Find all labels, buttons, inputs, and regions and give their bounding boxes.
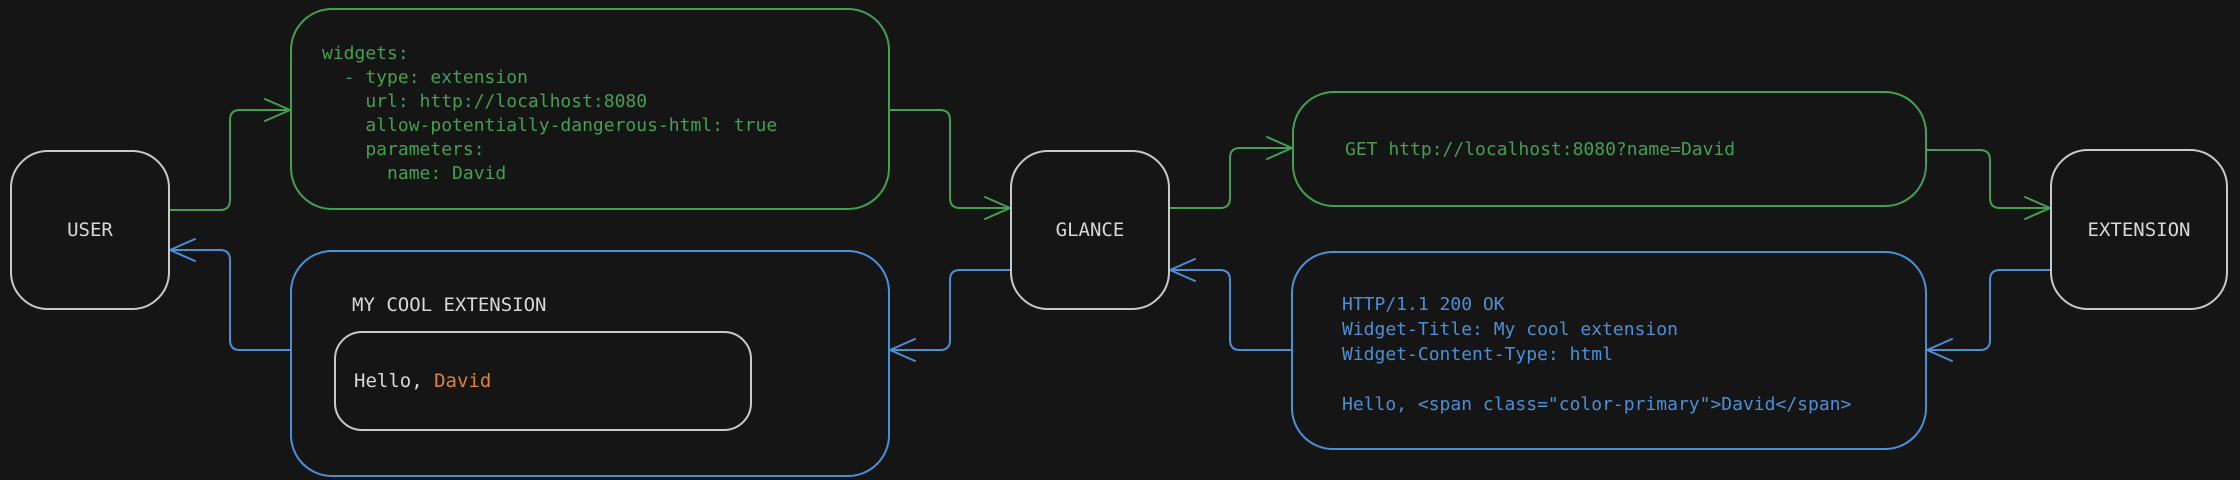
arrowhead-left-icon bbox=[889, 338, 916, 362]
arrow-user-to-config bbox=[169, 98, 291, 211]
arrowhead-right-icon bbox=[984, 196, 1011, 220]
arrow-widget-to-user bbox=[169, 238, 291, 351]
arrow-config-to-glance bbox=[889, 109, 1011, 220]
http-request-box: GET http://localhost:8080?name=David bbox=[1292, 91, 1927, 207]
response-line: HTTP/1.1 200 OK bbox=[1342, 294, 1505, 315]
arrowhead-left-icon bbox=[1169, 258, 1196, 282]
config-yaml-box: widgets: - type: extension url: http://l… bbox=[290, 8, 890, 210]
arrowhead-right-icon bbox=[2024, 196, 2051, 220]
widget-title: MY COOL EXTENSION bbox=[352, 294, 547, 316]
arrowhead-left-icon bbox=[169, 238, 196, 262]
http-response-box: HTTP/1.1 200 OK Widget-Title: My cool ex… bbox=[1291, 251, 1927, 450]
arrow-glance-to-widget bbox=[889, 269, 1011, 362]
http-request-text: GET http://localhost:8080?name=David bbox=[1345, 138, 1736, 160]
arrowhead-right-icon bbox=[1266, 136, 1293, 160]
greeting-prefix: Hello, bbox=[354, 370, 435, 392]
widget-greeting-card: Hello, David bbox=[334, 331, 752, 431]
arrow-response-to-glance bbox=[1169, 258, 1292, 351]
response-line: Widget-Title: My cool extension bbox=[1342, 319, 1678, 340]
greeting-name: David bbox=[434, 370, 492, 392]
arrow-extension-to-response bbox=[1926, 269, 2051, 362]
config-line: name: David bbox=[322, 163, 507, 184]
arrowhead-left-icon bbox=[1926, 338, 1953, 362]
node-user-label: USER bbox=[67, 219, 113, 241]
config-line: parameters: bbox=[322, 139, 485, 160]
response-line: Widget-Content-Type: html bbox=[1342, 344, 1613, 365]
response-line bbox=[1342, 367, 1925, 392]
widget-preview-box: MY COOL EXTENSION Hello, David bbox=[290, 250, 890, 477]
node-user: USER bbox=[10, 150, 170, 310]
node-extension: EXTENSION bbox=[2050, 149, 2228, 310]
node-extension-label: EXTENSION bbox=[2087, 218, 2191, 241]
config-line: allow-potentially-dangerous-html: true bbox=[322, 115, 778, 136]
arrow-request-to-extension bbox=[1926, 149, 2051, 220]
node-glance: GLANCE bbox=[1010, 150, 1170, 310]
arrow-glance-to-request bbox=[1169, 136, 1293, 209]
response-line: Hello, <span class="color-primary">David… bbox=[1342, 394, 1852, 415]
node-glance-label: GLANCE bbox=[1055, 219, 1125, 241]
arrowhead-right-icon bbox=[264, 98, 291, 122]
config-line: url: http://localhost:8080 bbox=[322, 91, 648, 112]
config-line: widgets: bbox=[322, 43, 409, 64]
config-line: - type: extension bbox=[322, 67, 528, 88]
